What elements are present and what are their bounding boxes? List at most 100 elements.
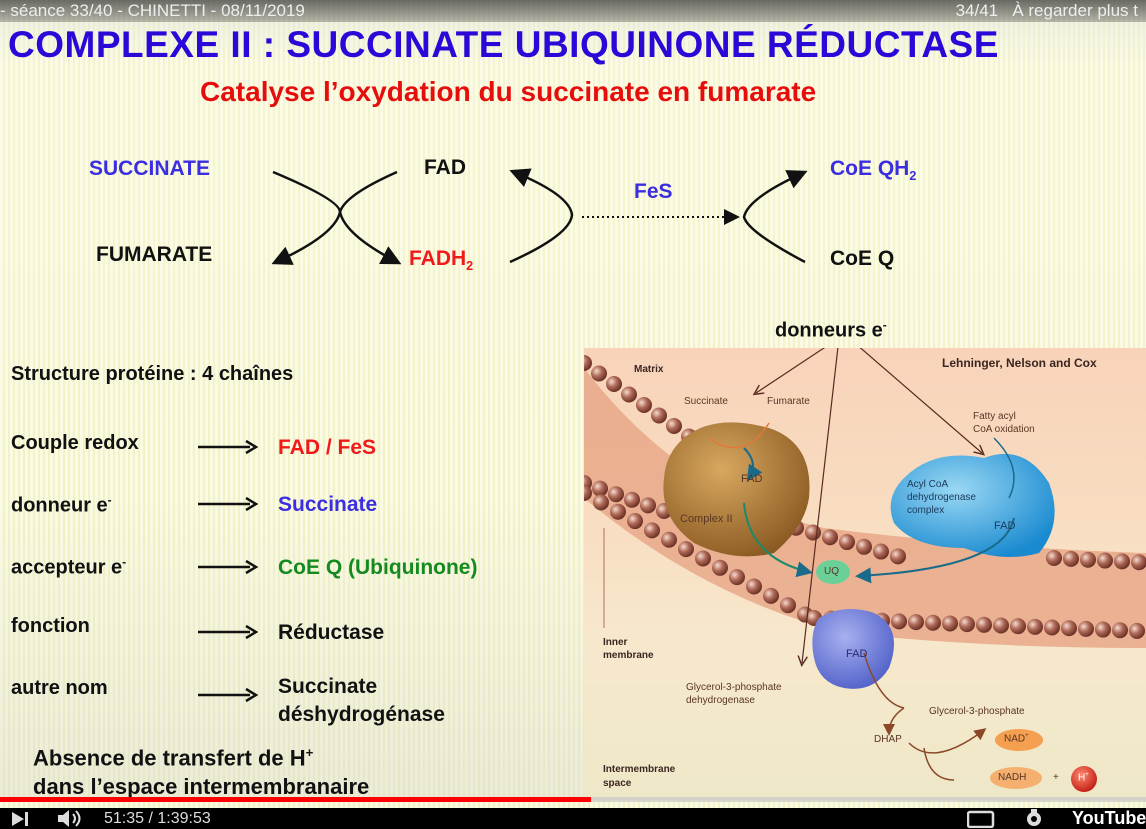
row-accepteur-value: CoE Q (Ubiquinone) bbox=[278, 556, 478, 579]
inner-line1: Inner bbox=[603, 637, 628, 648]
note-line1-text: Absence de transfert de H bbox=[33, 745, 306, 771]
lipid-bead bbox=[593, 494, 609, 511]
nad-sup: + bbox=[1025, 733, 1029, 739]
proton-note-line2: dans l’espace intermembranaire bbox=[33, 774, 370, 800]
reaction-fumarate: FUMARATE bbox=[96, 243, 213, 266]
fatty-line2: CoA oxidation bbox=[973, 424, 1035, 435]
lipid-bead bbox=[1027, 618, 1043, 635]
lipid-bead bbox=[942, 615, 958, 632]
donneurs-text: donneurs e bbox=[775, 319, 883, 342]
lipid-bead bbox=[640, 497, 656, 514]
fig-nadh: NADH bbox=[998, 772, 1027, 783]
row-fonction-value: Réductase bbox=[278, 621, 385, 644]
complex-ii-shape bbox=[663, 422, 810, 557]
lipid-bead bbox=[1080, 551, 1096, 568]
row-autre-nom-label: autre nom bbox=[11, 677, 108, 699]
lipid-bead bbox=[1010, 618, 1026, 635]
reaction-fadh2: FADH2 bbox=[409, 247, 473, 273]
progress-bar[interactable] bbox=[0, 797, 1146, 802]
volume-icon[interactable] bbox=[56, 809, 86, 828]
accepteur-sup: - bbox=[122, 555, 127, 569]
row-donneur-value: Succinate bbox=[278, 493, 378, 516]
g3p-dehydrogenase-shape bbox=[812, 609, 894, 689]
arrow-right-icon bbox=[198, 439, 258, 455]
fig-g3p: Glycerol-3-phosphate bbox=[929, 706, 1025, 717]
arrow-right-icon bbox=[198, 687, 258, 703]
lipid-bead bbox=[976, 616, 992, 633]
ims-line2: space bbox=[603, 778, 632, 789]
arrow-right-icon bbox=[198, 624, 258, 640]
reaction-coeqh2: CoE QH2 bbox=[830, 157, 916, 183]
acyl-line2: dehydrogenase bbox=[907, 492, 976, 503]
lipid-bead bbox=[873, 543, 889, 560]
row-fonction-label: fonction bbox=[11, 615, 90, 637]
figure-credit: Lehninger, Nelson and Cox bbox=[942, 356, 1097, 370]
lipid-bead bbox=[661, 531, 677, 548]
acyl-line3: complex bbox=[907, 505, 945, 516]
inner-line2: membrane bbox=[603, 650, 654, 661]
time-display: 51:35 / 1:39:53 bbox=[104, 810, 211, 828]
lipid-bead bbox=[856, 538, 872, 555]
lipid-bead bbox=[1131, 554, 1146, 571]
slide-title: COMPLEXE II : SUCCINATE UBIQUINONE RÉDUC… bbox=[8, 24, 999, 65]
lipid-bead bbox=[608, 486, 624, 503]
fig-proton: H+ bbox=[1078, 772, 1089, 783]
lipid-bead bbox=[891, 613, 907, 630]
settings-gear-icon[interactable] bbox=[1022, 809, 1046, 828]
fadh2-subscript: 2 bbox=[466, 259, 474, 274]
fig-succinate: Succinate bbox=[684, 396, 728, 407]
watch-later-button[interactable]: À regarder plus t bbox=[1012, 1, 1138, 20]
subtitles-icon[interactable] bbox=[967, 810, 995, 828]
h-sup: + bbox=[1085, 772, 1089, 778]
reaction-fad: FAD bbox=[424, 156, 466, 179]
lipid-bead bbox=[666, 418, 682, 434]
arrow-fadh2-to-fad bbox=[509, 168, 574, 264]
donneurs-sup: - bbox=[882, 318, 887, 332]
autre-nom-line2: déshydrogénase bbox=[278, 703, 445, 726]
lipid-bead bbox=[1078, 620, 1094, 637]
lipid-bead bbox=[624, 491, 640, 508]
arrow-right-icon bbox=[198, 559, 258, 575]
donneur-text: donneur e bbox=[11, 494, 108, 517]
lipid-bead bbox=[959, 616, 975, 633]
ims-line1: Intermembrane bbox=[603, 764, 676, 775]
lipid-bead bbox=[712, 559, 728, 576]
arrow-right-icon bbox=[198, 496, 258, 512]
fadh2-text: FADH bbox=[409, 247, 467, 270]
reaction-coeq: CoE Q bbox=[830, 247, 895, 270]
fig-fad-g3p: FAD bbox=[846, 648, 868, 660]
lipid-bead bbox=[993, 617, 1009, 634]
lipid-bead bbox=[1095, 621, 1111, 638]
playlist-overlay[interactable]: 34/41 À regarder plus t bbox=[956, 1, 1138, 21]
fig-plus: + bbox=[1053, 772, 1059, 783]
lipid-bead bbox=[651, 407, 667, 424]
matrix-label: Matrix bbox=[634, 364, 664, 375]
g3pdh-line2: dehydrogenase bbox=[686, 695, 755, 706]
fig-dhap: DHAP bbox=[874, 734, 902, 745]
lipid-bead bbox=[908, 614, 924, 631]
lipid-bead bbox=[1044, 619, 1060, 636]
lipid-bead bbox=[621, 386, 637, 403]
g3pdh-line1: Glycerol-3-phosphate bbox=[686, 682, 782, 693]
lipid-bead bbox=[746, 578, 762, 595]
fig-inner-membrane: Inner membrane bbox=[603, 636, 654, 662]
video-title-overlay[interactable]: - séance 33/40 - CHINETTI - 08/11/2019 bbox=[0, 1, 305, 20]
slide-subtitle: Catalyse l’oxydation du succinate en fum… bbox=[200, 76, 817, 107]
reaction-fes: FeS bbox=[634, 180, 673, 203]
next-icon[interactable] bbox=[10, 810, 32, 828]
h-text: H bbox=[1078, 772, 1086, 784]
lipid-bead bbox=[592, 480, 608, 497]
lipid-bead bbox=[695, 550, 711, 567]
donneur-sup: - bbox=[107, 493, 112, 507]
nadh-shape bbox=[990, 767, 1042, 789]
youtube-logo[interactable]: YouTube bbox=[1072, 808, 1146, 828]
proton-shape bbox=[1071, 766, 1097, 792]
lipid-bead bbox=[805, 524, 821, 541]
row-donneur-label: donneur e- bbox=[11, 493, 112, 518]
proton-note: Absence de transfert de H+ dans l’espace… bbox=[33, 738, 369, 801]
donneurs-label: donneurs e- bbox=[775, 318, 887, 343]
playlist-position: 34/41 bbox=[955, 1, 999, 20]
fig-fad-complex2: FAD bbox=[741, 473, 763, 485]
lipid-bead bbox=[1063, 550, 1079, 567]
